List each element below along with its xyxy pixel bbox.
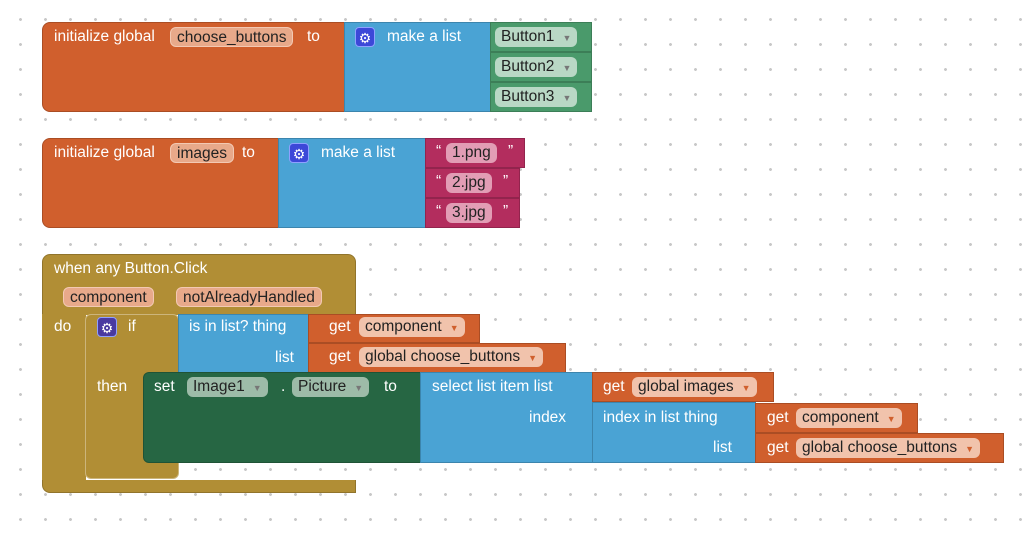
to-label: to — [242, 144, 255, 161]
is-in-list-block[interactable] — [178, 314, 309, 373]
is-in-list-label: is in list? thing — [189, 318, 287, 335]
variable-dropdown[interactable]: component ▼ — [796, 408, 902, 428]
event-label: when any Button.Click — [54, 260, 208, 277]
get-label: get — [603, 378, 625, 395]
dropdown-arrow-icon: ▼ — [449, 323, 459, 333]
then-label: then — [97, 378, 128, 395]
variable-dropdown[interactable]: global choose_buttons ▼ — [359, 347, 544, 367]
dropdown-arrow-icon: ▼ — [741, 383, 751, 393]
index-in-list-label: index in list thing — [603, 409, 718, 426]
select-list-item-block[interactable] — [420, 372, 593, 463]
property-dropdown[interactable]: Picture ▼ — [292, 377, 370, 397]
select-list-item-label: select list item list — [432, 378, 553, 395]
variable-name: global images — [638, 378, 734, 395]
list-label: list — [275, 349, 294, 366]
variable-name: global choose_buttons — [365, 348, 521, 365]
init-label: initialize global — [54, 28, 155, 45]
dropdown-arrow-icon: ▼ — [528, 353, 538, 363]
list-label: list — [713, 439, 732, 456]
to-label: to — [307, 28, 320, 45]
do-label: do — [54, 318, 72, 335]
dropdown-arrow-icon: ▼ — [562, 93, 572, 103]
dropdown-arrow-icon: ▼ — [354, 383, 364, 393]
quote-close: ” — [503, 203, 509, 220]
quote-close: ” — [508, 143, 514, 160]
variable-dropdown[interactable]: global choose_buttons ▼ — [796, 438, 981, 458]
component-dropdown[interactable]: Button1 ▼ — [495, 27, 578, 47]
component-dropdown[interactable]: Button2 ▼ — [495, 57, 578, 77]
var-name-field[interactable]: choose_buttons — [170, 27, 294, 47]
param-component[interactable]: component — [63, 287, 154, 307]
property-name: Picture — [298, 378, 347, 395]
to-label: to — [384, 378, 397, 395]
text-field[interactable]: 1.png — [446, 143, 497, 163]
event-block-bottom — [42, 480, 356, 493]
quote-open: “ — [436, 143, 442, 160]
param-not-already-handled[interactable]: notAlreadyHandled — [176, 287, 322, 307]
get-label: get — [767, 439, 789, 456]
gear-icon[interactable]: ⚙ — [355, 27, 375, 47]
event-block-left — [42, 314, 86, 482]
init-label: initialize global — [54, 144, 155, 161]
dropdown-arrow-icon: ▼ — [886, 414, 896, 424]
gear-icon[interactable]: ⚙ — [97, 317, 117, 337]
component-name: Button1 — [501, 28, 555, 45]
variable-dropdown[interactable]: global images ▼ — [632, 377, 757, 397]
get-label: get — [329, 318, 351, 335]
component-dropdown[interactable]: Image1 ▼ — [187, 377, 268, 397]
quote-open: “ — [436, 173, 442, 190]
variable-dropdown[interactable]: component ▼ — [359, 317, 465, 337]
variable-name: global choose_buttons — [802, 439, 958, 456]
var-name-field[interactable]: images — [170, 143, 234, 163]
component-dropdown[interactable]: Button3 ▼ — [495, 87, 578, 107]
gear-icon[interactable]: ⚙ — [289, 143, 309, 163]
init-global-images-block[interactable] — [42, 138, 279, 228]
dot-label: . — [281, 378, 286, 395]
component-name: Button2 — [501, 58, 555, 75]
dropdown-arrow-icon: ▼ — [562, 63, 572, 73]
variable-name: component — [802, 409, 879, 426]
dropdown-arrow-icon: ▼ — [965, 444, 975, 454]
quote-close: ” — [503, 173, 509, 190]
get-label: get — [329, 348, 351, 365]
dropdown-arrow-icon: ▼ — [562, 33, 572, 43]
component-name: Image1 — [193, 378, 245, 395]
get-label: get — [767, 409, 789, 426]
variable-name: component — [365, 318, 442, 335]
if-label: if — [128, 318, 136, 335]
make-list-label: make a list — [321, 144, 396, 161]
make-list-label: make a list — [387, 28, 462, 45]
component-name: Button3 — [501, 88, 555, 105]
set-label: set — [154, 378, 175, 395]
text-field[interactable]: 2.jpg — [446, 173, 492, 193]
dropdown-arrow-icon: ▼ — [252, 383, 262, 393]
quote-open: “ — [436, 203, 442, 220]
text-field[interactable]: 3.jpg — [446, 203, 492, 223]
index-in-list-block[interactable] — [592, 402, 756, 463]
index-label: index — [529, 409, 567, 426]
